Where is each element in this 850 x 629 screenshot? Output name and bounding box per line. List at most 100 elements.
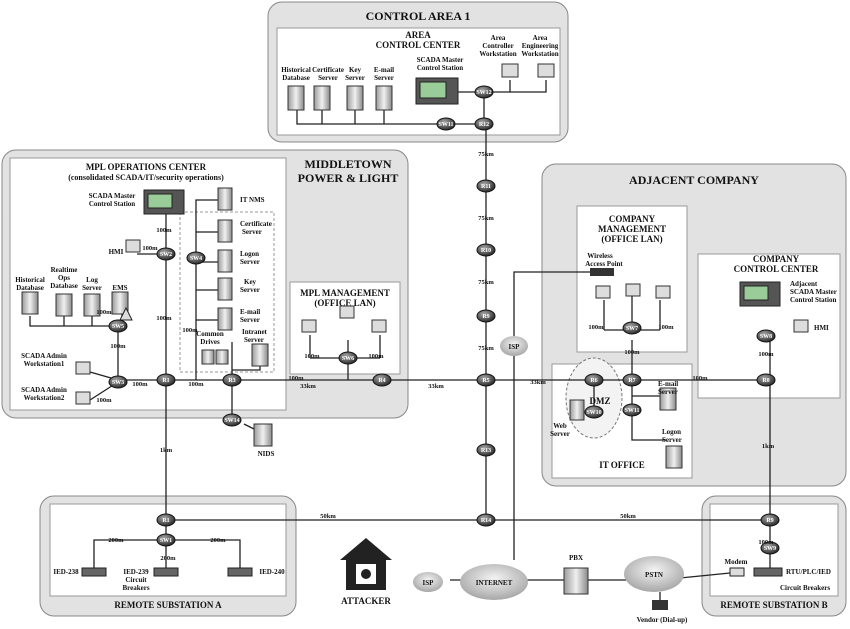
svg-text:E-mail: E-mail <box>658 380 678 388</box>
it-nms-server: IT NMS <box>217 187 265 211</box>
svg-text:HMI: HMI <box>109 248 124 256</box>
mpl-mgmt-workstations <box>301 305 387 333</box>
svg-text:Key: Key <box>349 66 362 74</box>
svg-text:SCADA Master: SCADA Master <box>790 288 837 296</box>
svg-text:E-mail: E-mail <box>240 308 260 316</box>
node-r14: R14 <box>476 513 496 527</box>
svg-text:Database: Database <box>282 74 310 82</box>
dist-fw-r4: 100m <box>288 375 304 382</box>
certificate-server: Certificate Server <box>312 66 344 111</box>
dist-r1-r14: 50km <box>320 513 336 520</box>
node-label-r14: R14 <box>481 518 491 524</box>
svg-text:Certificate: Certificate <box>312 66 344 74</box>
substation-b-title: REMOTE SUBSTATION B <box>720 600 827 610</box>
svg-text:Control Station: Control Station <box>417 64 463 72</box>
realtime-ops-database: Realtime Ops Database <box>50 266 78 317</box>
dist-comgmt-2: 100m <box>658 324 674 331</box>
adjacent-scada-master: Adjacent SCADA Master Control Station <box>739 280 837 307</box>
node-r6: R6 <box>584 373 604 387</box>
historical-database-server: Historical Database <box>281 66 311 111</box>
svg-text:IED-240: IED-240 <box>259 568 285 576</box>
ied-240: IED-240 <box>227 567 285 577</box>
svg-text:Server: Server <box>662 436 682 444</box>
svg-text:EMS: EMS <box>112 284 127 292</box>
node-label-r11: R11 <box>481 184 491 190</box>
node-r1m: R1 <box>156 373 176 387</box>
dist-r10-r9: 75km <box>478 279 494 286</box>
dist-sw2-r3: 100m <box>156 315 172 322</box>
area-cc-title-2: CONTROL CENTER <box>376 40 461 50</box>
node-label-r9c: R9 <box>482 314 489 320</box>
svg-text:Database: Database <box>50 282 78 290</box>
node-sw11b: SW11 <box>622 403 642 417</box>
node-r1a: R1 <box>156 513 176 527</box>
node-label-sw6: SW6 <box>342 356 354 362</box>
middletown-title-2: POWER & LIGHT <box>298 171 399 185</box>
node-sw3: SW3 <box>108 375 128 389</box>
svg-text:Realtime: Realtime <box>51 266 78 274</box>
adjacent-hmi: HMI <box>793 319 829 333</box>
middletown-title-1: MIDDLETOWN <box>304 157 391 171</box>
svg-text:Workstation: Workstation <box>479 50 516 58</box>
key-server: Key Server <box>345 66 365 111</box>
node-r3: R3 <box>222 373 242 387</box>
mpl-email-server: E-mail Server <box>217 307 260 331</box>
svg-text:Server: Server <box>240 316 260 324</box>
node-sw9b: SW9 <box>760 541 780 555</box>
mpl-scada-master-station: SCADA Master Control Station <box>89 189 185 215</box>
node-label-sw2: SW2 <box>160 252 172 258</box>
svg-text:Drives: Drives <box>200 338 220 346</box>
node-sw4: SW4 <box>186 251 206 265</box>
dist-r3-r4: 33km <box>300 383 316 390</box>
svg-text:Ops: Ops <box>58 274 70 282</box>
svg-text:Access Point: Access Point <box>585 260 623 268</box>
node-label-sw11b: SW11 <box>624 408 639 414</box>
adjacent-logon-server: Logon Server <box>662 428 683 469</box>
ied-238: IED-238 <box>53 567 107 577</box>
email-server: E-mail Server <box>374 66 394 111</box>
area-engineering-workstation: Area Engineering Workstation <box>521 34 559 78</box>
ems-server: EMS <box>111 284 133 321</box>
node-label-sw5: SW5 <box>112 324 124 330</box>
svg-text:Server: Server <box>318 74 338 82</box>
svg-text:SCADA Admin: SCADA Admin <box>21 352 67 360</box>
node-label-r9b: R9 <box>766 518 773 524</box>
modem: Modem <box>725 558 748 577</box>
dist-r9-sw9: 100m <box>758 539 774 546</box>
dist-sw4-r3: 100m <box>182 327 198 334</box>
dist-sw1a-ied240: 200m <box>210 537 226 544</box>
node-sw12: SW12 <box>474 85 494 99</box>
node-label-sw1a: SW1 <box>160 538 172 544</box>
svg-text:HMI: HMI <box>814 324 829 332</box>
node-sw7: SW7 <box>622 321 642 335</box>
log-server: Log Server <box>82 276 102 317</box>
svg-text:Vendor (Dial-up): Vendor (Dial-up) <box>637 616 688 624</box>
attacker: ATTACKER <box>340 538 392 606</box>
svg-text:Server: Server <box>244 336 264 344</box>
node-label-r1m: R1 <box>162 378 169 384</box>
area-controller-workstation: Area Controller Workstation <box>479 34 519 78</box>
svg-text:Server: Server <box>242 228 262 236</box>
node-label-sw9b: SW9 <box>764 546 776 552</box>
dist-r11-r10: 75km <box>478 215 494 222</box>
svg-text:Historical: Historical <box>281 66 311 74</box>
node-r9b: R9 <box>760 513 780 527</box>
mpl-mgmt-title-2: (OFFICE LAN) <box>314 298 375 308</box>
co-mgmt-title-2: MANAGEMENT <box>598 224 666 234</box>
mpl-key-server: Key Server <box>217 277 260 301</box>
co-cc-title-2: CONTROL CENTER <box>734 264 819 274</box>
svg-text:Server: Server <box>550 430 570 438</box>
dist-mgmt-1: 100m <box>304 353 320 360</box>
scada-master-station-ca: SCADA Master Control Station <box>415 56 463 105</box>
svg-text:Server: Server <box>374 74 394 82</box>
co-mgmt-title-1: COMPANY <box>609 214 656 224</box>
svg-text:SCADA Admin: SCADA Admin <box>21 386 67 394</box>
control-area-1-title: CONTROL AREA 1 <box>366 9 471 23</box>
svg-text:Key: Key <box>244 278 257 286</box>
dist-ems-sw: 100m <box>110 343 126 350</box>
svg-text:Breakers: Breakers <box>122 584 149 592</box>
node-label-sw8: SW8 <box>760 334 772 340</box>
svg-text:Server: Server <box>345 74 365 82</box>
